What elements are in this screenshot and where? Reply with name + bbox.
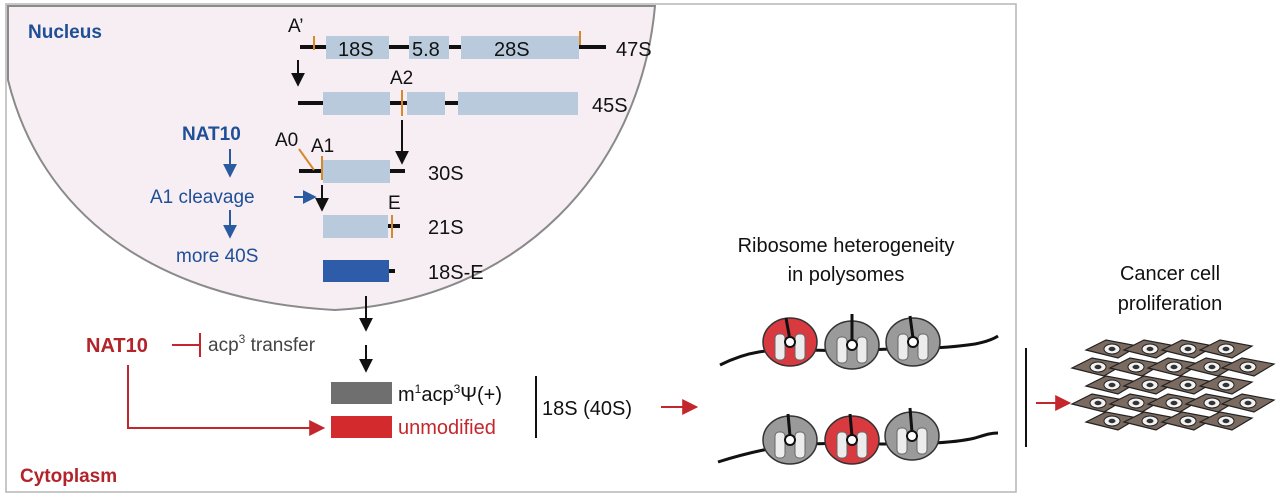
ribosome-modified [885, 315, 941, 367]
rrna-30s-label: 30S [428, 163, 464, 185]
ribosome-modified [762, 413, 818, 465]
unmodified-18s-label: unmodified [398, 417, 496, 439]
cancer-cell [1184, 393, 1240, 413]
modified-18s-bar [331, 382, 392, 404]
cancer-cell [1146, 357, 1202, 377]
acp3-transfer-label: acp3 transfer [208, 332, 316, 356]
cancer-cell [1122, 411, 1178, 431]
nat10-cytoplasm-label: NAT10 [86, 335, 148, 357]
site-e-label: E [388, 193, 401, 214]
site-a-prime-label: A’ [288, 16, 303, 37]
cancer-cell [1198, 375, 1254, 395]
polysome-top [719, 314, 999, 370]
ribosome-unmodified [762, 317, 818, 367]
heterogeneity-label-line2: in polysomes [788, 264, 905, 286]
rrna-45s-label: 45S [592, 95, 628, 117]
modified-18s-label: m1acp3Ψ(+) [398, 382, 502, 406]
rrna-21s: 21S [323, 215, 464, 239]
ribosome-modified [884, 407, 940, 461]
rrna-47s-label: 47S [616, 39, 652, 61]
arrow-nat10-to-unmodified [127, 365, 326, 436]
unmodified-18s-bar [331, 416, 392, 438]
a1-cleavage-label: A1 cleavage [150, 187, 255, 208]
segment-18s-label: 18S [338, 39, 374, 61]
cancer-cell [1122, 339, 1178, 359]
site-a1-label: A1 [311, 136, 334, 157]
nucleus-label: Nucleus [28, 22, 102, 43]
cancer-cell [1198, 339, 1254, 359]
product-18s-40s-label: 18S (40S) [542, 398, 632, 420]
rrna-47s: 18S 5.8 28S 47S [300, 31, 652, 61]
ribosome-unmodified [824, 413, 880, 465]
segment-28s-label: 28S [494, 39, 530, 61]
site-a0-label: A0 [275, 130, 298, 151]
rrna-45s: 45S [298, 90, 628, 117]
cancer-cell [1220, 357, 1276, 377]
rrna-21s-label: 21S [428, 217, 464, 239]
cytoplasm-label: Cytoplasm [20, 466, 117, 487]
polysome-bottom [717, 407, 999, 465]
rrna-30s: 30S [298, 148, 464, 185]
nucleus-region [7, 5, 657, 312]
cancer-cell [1184, 357, 1240, 377]
cancer-label-line2: proliferation [1118, 293, 1223, 315]
heterogeneity-label-line1: Ribosome heterogeneity [738, 235, 955, 257]
rrna-18s-e-label: 18S-E [428, 262, 484, 284]
segment-5-8s-label: 5.8 [412, 39, 440, 61]
cancer-cell [1084, 339, 1140, 359]
ribosome-modified [824, 314, 880, 370]
nat10-nucleus-label: NAT10 [182, 124, 241, 145]
cancer-label-line1: Cancer cell [1120, 263, 1220, 285]
rrna-18s-e: 18S-E [323, 260, 484, 284]
cancer-cell [1084, 411, 1140, 431]
cancer-cell [1084, 375, 1140, 395]
cancer-cell [1198, 411, 1254, 431]
cancer-cell [1220, 393, 1276, 413]
site-a2-label: A2 [390, 68, 413, 89]
cancer-cells-cluster [1070, 339, 1276, 431]
more-40s-label: more 40S [176, 246, 258, 267]
